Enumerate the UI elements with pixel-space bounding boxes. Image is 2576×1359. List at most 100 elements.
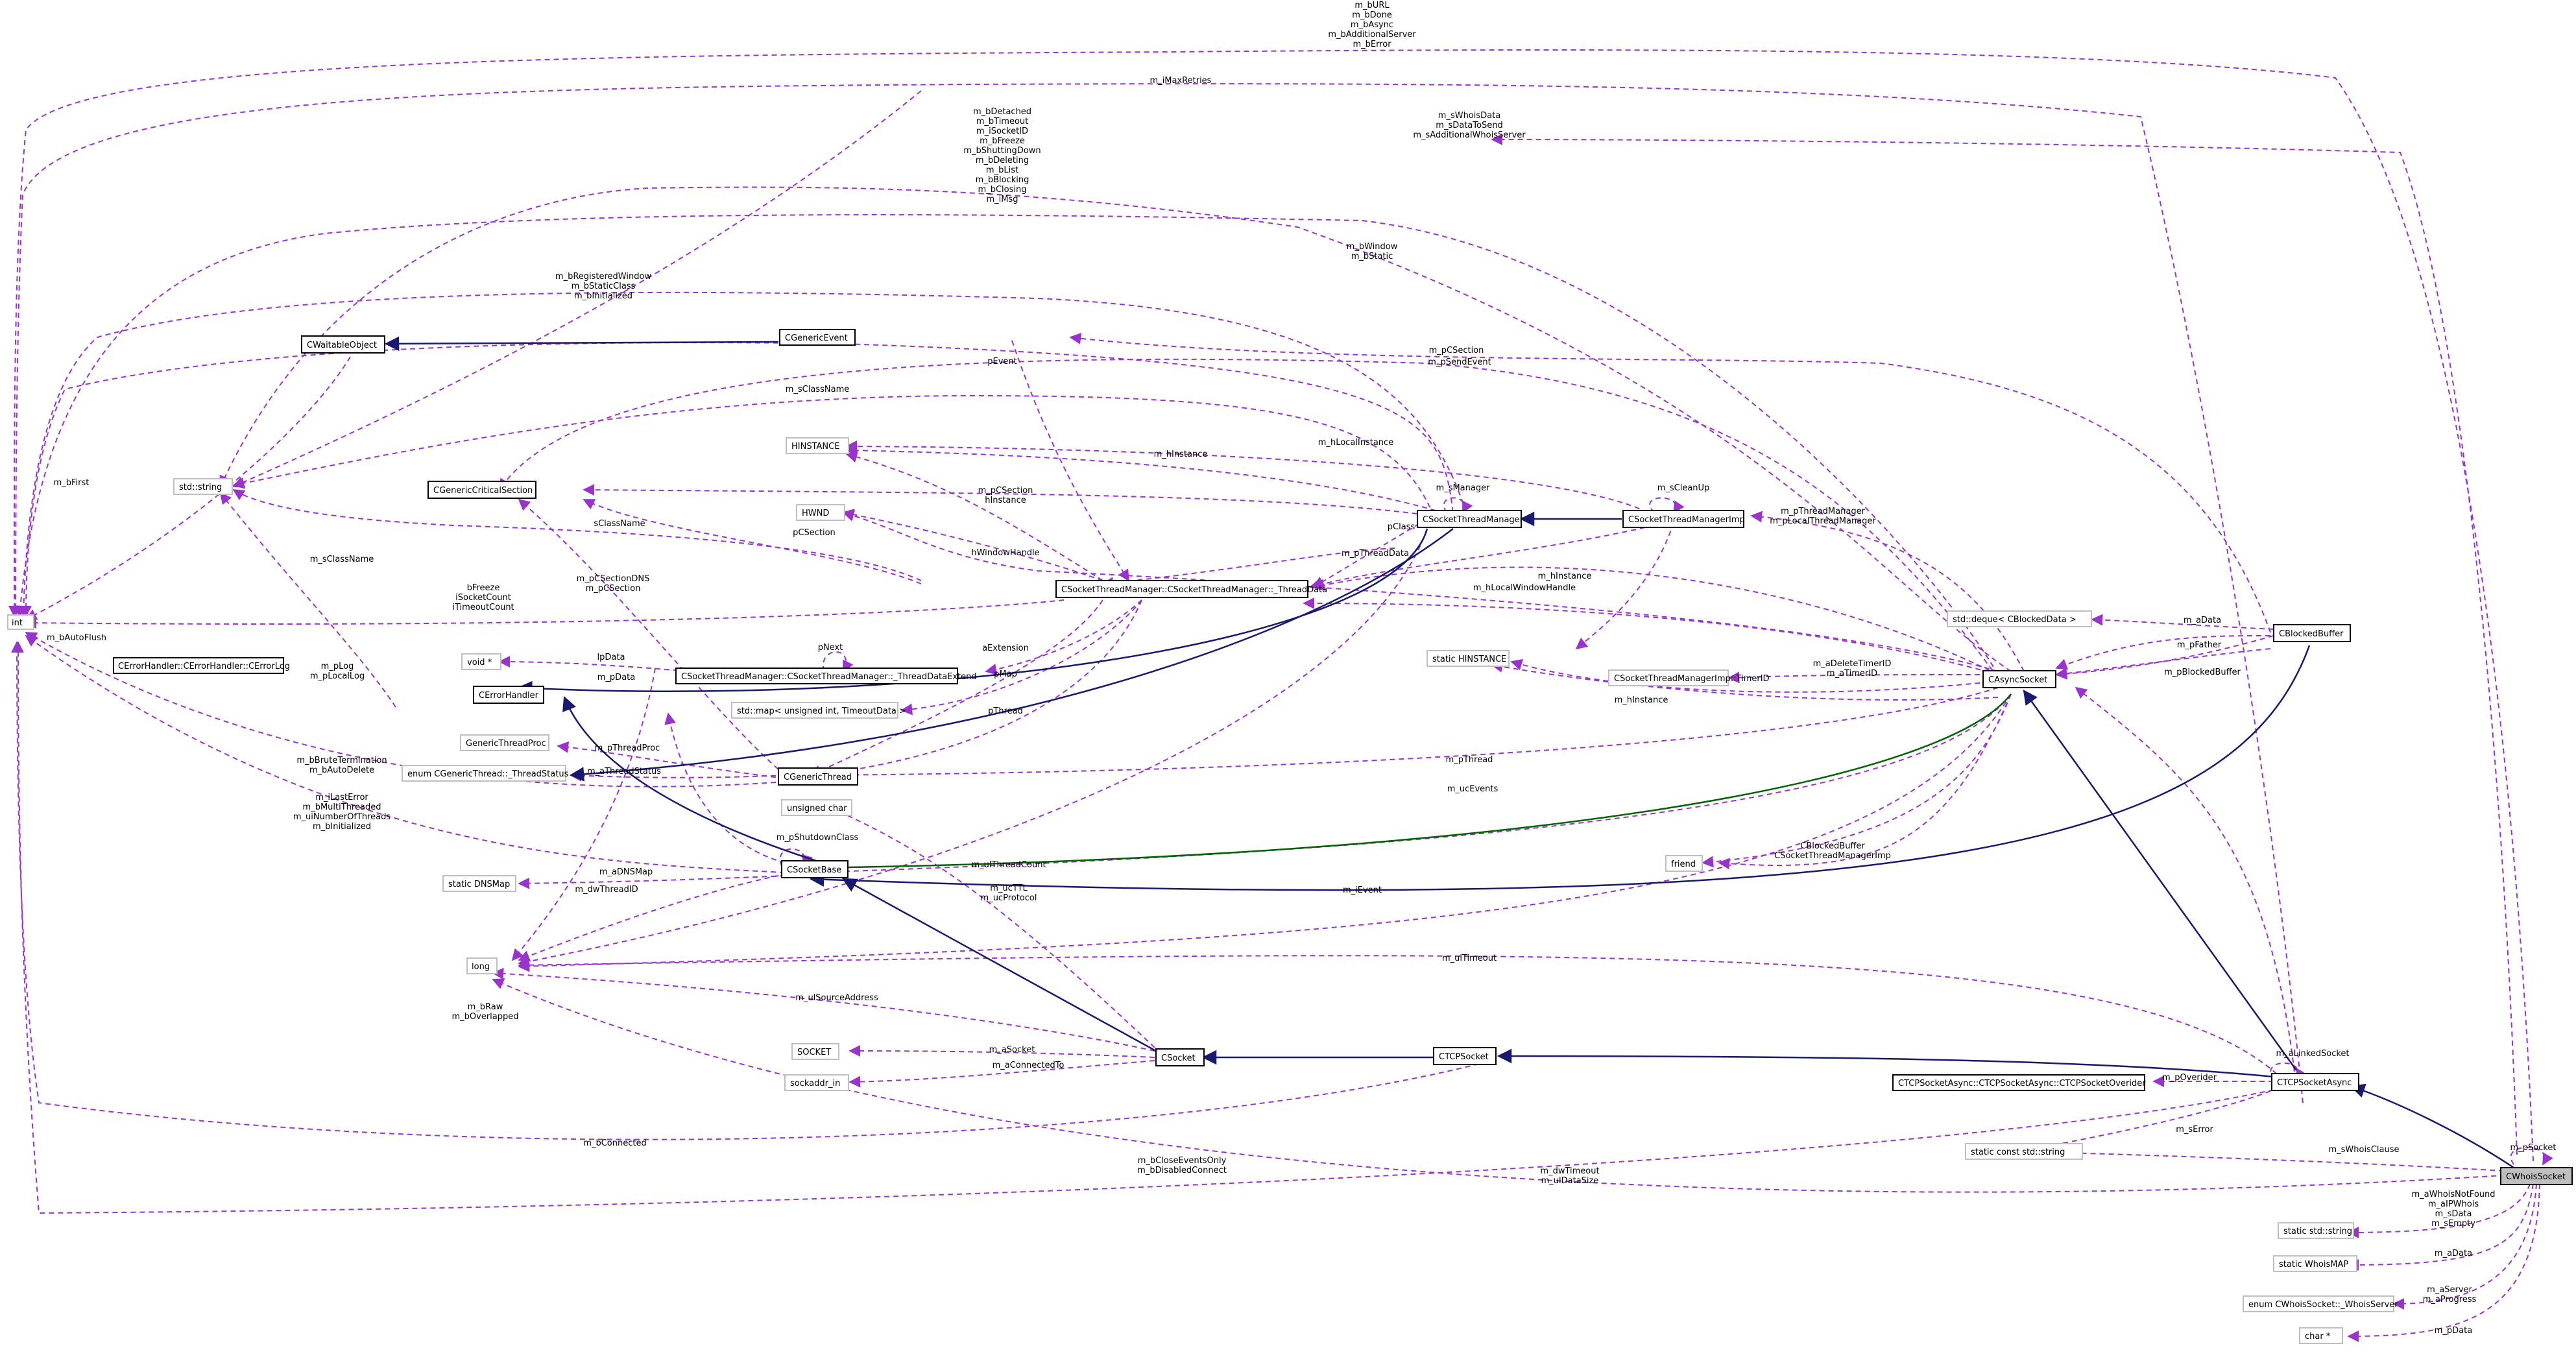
node-enum-whoisserver[interactable]: enum CWhoisSocket::_WhoisServer (2243, 1295, 2398, 1312)
svg-text:friend: friend (1671, 860, 1696, 869)
svg-text:CTCPSocketAsync::CTCPSocketAsy: CTCPSocketAsync::CTCPSocketAsync::CTCPSo… (1898, 1079, 2146, 1088)
svg-text:static std::string: static std::string (2283, 1227, 2352, 1236)
node-threaddataextend[interactable]: CSocketThreadManager::CSocketThreadManag… (675, 667, 977, 684)
edge-label: m_pFather (2177, 640, 2222, 650)
svg-text:int: int (12, 618, 23, 628)
svg-text:CGenericEvent: CGenericEvent (785, 333, 848, 343)
edge-label: m_iMaxRetries (1150, 76, 1212, 86)
edge-label: m_aServer (2427, 1285, 2472, 1295)
svg-text:static const std::string: static const std::string (1971, 1148, 2065, 1157)
node-csocket[interactable]: CSocket (1155, 1048, 1205, 1066)
svg-text:CErrorHandler: CErrorHandler (479, 691, 539, 701)
edge-label: m_bAutoFlush (47, 633, 106, 643)
edge-label: m_ulTimeout (1442, 954, 1497, 963)
edge-label: m_iMsg (986, 195, 1018, 204)
node-cblockedbuffer[interactable]: CBlockedBuffer (2273, 624, 2351, 642)
svg-text:static WhoisMAP: static WhoisMAP (2279, 1260, 2348, 1269)
node-void-ptr[interactable]: void * (461, 653, 501, 670)
svg-text:CTCPSocket: CTCPSocket (1439, 1052, 1489, 1062)
edge-label: m_bFreeze (980, 136, 1025, 146)
edge-label: m_bRegisteredWindow (555, 272, 652, 282)
edge-label: m_ucTTL (990, 884, 1028, 893)
svg-text:CSocketThreadManager: CSocketThreadManager (1423, 515, 1524, 525)
edge-label: m_sCleanUp (1657, 483, 1710, 493)
svg-text:void *: void * (467, 658, 492, 667)
node-csocketthreadmanager[interactable]: CSocketThreadManager (1417, 510, 1524, 528)
edge-label: m_aConnectedTo (993, 1061, 1065, 1070)
edge-label: m_pThread (1446, 755, 1493, 765)
edge-label: m_bInitialized (313, 822, 371, 832)
node-casyncsocket[interactable]: CAsyncSocket (1982, 670, 2056, 688)
node-static-whoismap[interactable]: static WhoisMAP (2273, 1255, 2357, 1272)
edge-label: m_bMultiThreaded (303, 802, 381, 812)
node-sockaddr-in[interactable]: sockaddr_in (784, 1074, 849, 1091)
edge-labels: m_bURL m_bDone m_bAsync m_bAdditionalSer… (47, 1, 2556, 1336)
edge-label: iTimeoutCount (452, 603, 514, 612)
edge-label: sClassName (594, 519, 645, 529)
node-static-std-string[interactable]: static std::string (2278, 1222, 2354, 1239)
node-hwnd[interactable]: HWND (796, 504, 845, 521)
edge-label: m_bFirst (54, 478, 90, 488)
node-ctcpsocketoverider[interactable]: CTCPSocketAsync::CTCPSocketAsync::CTCPSo… (1892, 1074, 2146, 1091)
node-ctcpsocket[interactable]: CTCPSocket (1433, 1047, 1497, 1065)
node-std-map[interactable]: std::map< unsigned int, TimeoutData > (731, 702, 906, 719)
node-friend[interactable]: friend (1665, 855, 1703, 872)
svg-text:GenericThreadProc: GenericThreadProc (466, 739, 546, 749)
node-threaddata[interactable]: CSocketThreadManager::CSocketThreadManag… (1055, 580, 1327, 598)
edge-label: m_pLocalLog (310, 671, 365, 681)
edge-label: m_iEvent (1343, 885, 1382, 895)
edge-label: m_sManager (1436, 483, 1491, 493)
edge-label: m_bBruteTermination (296, 756, 387, 765)
edge-label: m_aWhoisNotFound (2411, 1190, 2495, 1199)
edge-label: m_hInstance (1615, 695, 1668, 705)
node-csocketthreadmanagerimp[interactable]: CSocketThreadManagerImp (1622, 510, 1745, 528)
node-static-dnsmap[interactable]: static DNSMap (442, 875, 516, 892)
node-ctcpsocketasync[interactable]: CTCPSocketAsync (2271, 1073, 2359, 1091)
svg-text:CGenericThread: CGenericThread (784, 773, 852, 782)
edge-label: m_pCSectionDNS (577, 574, 650, 584)
node-int[interactable]: int (7, 614, 34, 630)
node-cgenericthread[interactable]: CGenericThread (778, 767, 858, 786)
node-cgenericcriticalsection[interactable]: CGenericCriticalSection (427, 481, 536, 499)
node-timerid[interactable]: CSocketThreadManagerImp::TimerID (1608, 669, 1770, 686)
edge-label: m_pCSection (1429, 346, 1484, 355)
node-std-deque[interactable]: std::deque< CBlockedData > (1947, 610, 2092, 627)
edge-label: m_aThreadStatus (587, 767, 661, 776)
node-cerrorhandler-cerrorlog[interactable]: CErrorHandler::CErrorHandler::CErrorLog (113, 657, 290, 674)
node-cwaitableobject[interactable]: CWaitableObject (301, 335, 385, 354)
node-cwhoissocket[interactable]: CWhoisSocket (2500, 1167, 2573, 1185)
node-static-const-string[interactable]: static const std::string (1965, 1143, 2083, 1160)
node-static-hinstance[interactable]: static HINSTANCE (1426, 650, 1510, 667)
node-hinstance[interactable]: HINSTANCE (786, 437, 849, 454)
edge-label: m_pThreadProc (595, 743, 660, 753)
node-std-string[interactable]: std::string (173, 478, 233, 495)
node-cgenericevent[interactable]: CGenericEvent (779, 329, 856, 346)
svg-text:CSocket: CSocket (1161, 1053, 1196, 1063)
node-enum-threadstatus[interactable]: enum CGenericThread::_ThreadStatus (402, 765, 569, 782)
edge-label: m_pLocalThreadManager (1770, 516, 1876, 526)
node-unsigned-char[interactable]: unsigned char (781, 799, 852, 816)
node-genericthreadproc[interactable]: GenericThreadProc (460, 734, 549, 751)
edge-label: m_pData (2435, 1326, 2472, 1336)
node-socket[interactable]: SOCKET (791, 1043, 839, 1060)
edge-label: hInstance (985, 496, 1026, 505)
node-char-ptr[interactable]: char * (2299, 1327, 2343, 1344)
edge-label: m_iSocketID (976, 126, 1028, 136)
edge-label: m_aTimerID (1827, 669, 1877, 679)
node-csocketbase[interactable]: CSocketBase (781, 860, 849, 878)
svg-text:CWhoisSocket: CWhoisSocket (2506, 1172, 2566, 1182)
node-cerrorhandler[interactable]: CErrorHandler (473, 686, 544, 704)
edge-label: m_pSocket (2510, 1143, 2557, 1153)
node-long[interactable]: long (466, 957, 498, 974)
edge-label: m_sClassName (310, 555, 374, 564)
edge-label: m_iLastError (315, 793, 368, 802)
svg-text:CSocketBase: CSocketBase (787, 865, 841, 875)
edge-label: m_dwThreadID (575, 885, 638, 895)
edge-label: m_ucEvents (1447, 784, 1499, 794)
edge-label: m_bDisabledConnect (1137, 1166, 1227, 1175)
edge-label: pClass (1388, 522, 1415, 532)
edge-label: m_ulSourceAddress (795, 993, 878, 1003)
edge-label: lpData (597, 653, 625, 662)
edge-label: m_bCloseEventsOnly (1138, 1156, 1227, 1166)
edge-label: m_bConnected (583, 1138, 646, 1148)
